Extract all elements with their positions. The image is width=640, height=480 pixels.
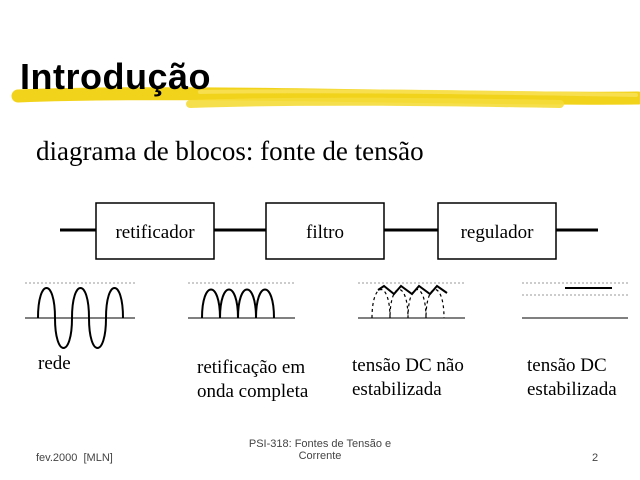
ripple-waveform: [358, 282, 465, 319]
regulator-label: regulador: [461, 222, 534, 243]
slide-subtitle: diagrama de blocos: fonte de tensão: [36, 136, 424, 166]
caption-stabilized-dc: tensão DC estabilizada: [527, 355, 617, 400]
dc-waveform: [522, 282, 628, 319]
slide-title: Introdução: [20, 56, 211, 97]
filter-label: filtro: [306, 222, 344, 243]
caption-rectified: retificação em onda completa: [197, 357, 309, 402]
page-number: 2: [592, 452, 599, 464]
caption-unstabilized-dc: tensão DC não estabilizada: [352, 355, 464, 400]
rectified-waveform: [188, 282, 295, 319]
rectifier-label: retificador: [115, 222, 195, 243]
filter-block: filtro: [265, 202, 385, 260]
regulator-block: regulador: [437, 202, 557, 260]
footer-left: fev.2000 [MLN]: [36, 452, 113, 464]
rectifier-block: retificador: [95, 202, 215, 260]
sine-waveform: [25, 282, 135, 349]
caption-rede: rede: [38, 353, 71, 374]
footer-center: PSI-318: Fontes de Tensão e Corrente: [248, 438, 392, 462]
